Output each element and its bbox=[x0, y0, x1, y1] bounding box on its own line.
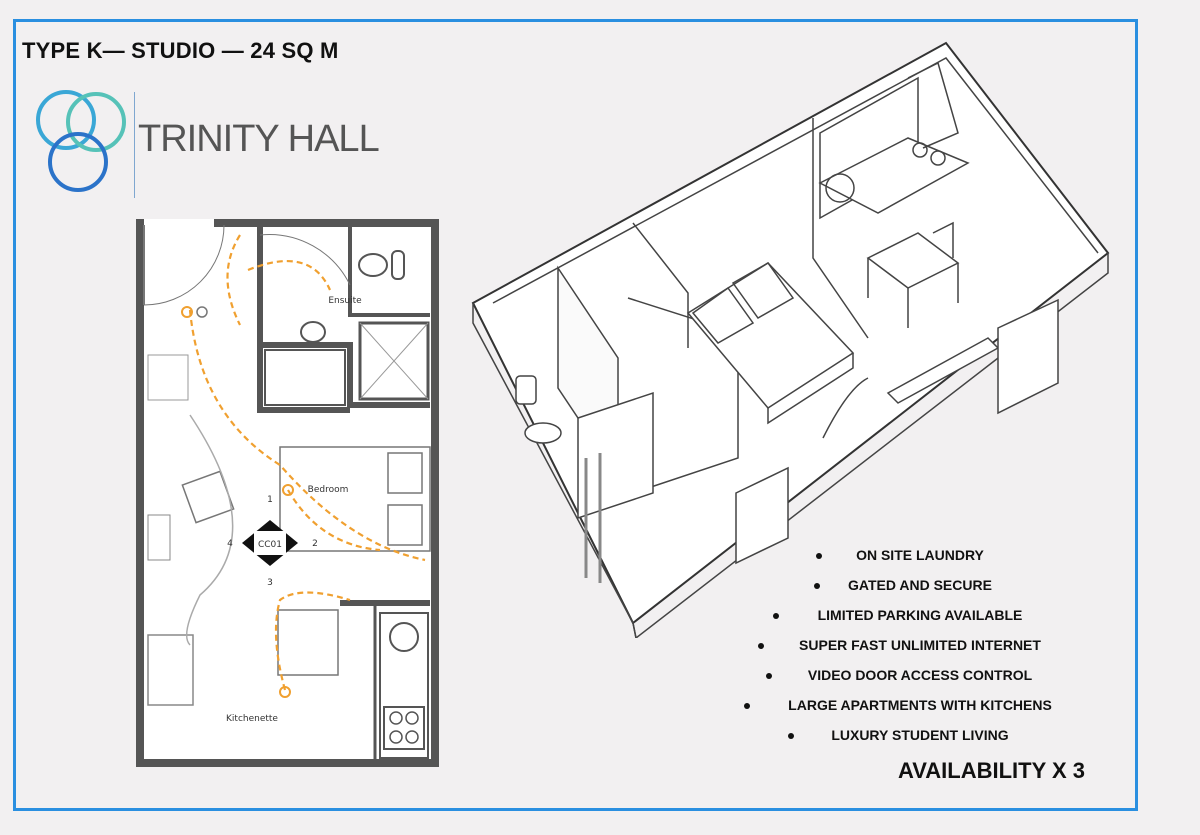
logo-name: TRINITY HALL bbox=[138, 118, 380, 160]
trinity-rings-logo-icon bbox=[36, 90, 126, 192]
feature-item: LARGE APARTMENTS WITH KITCHENS bbox=[740, 690, 1100, 720]
feature-item: ON SITE LAUNDRY bbox=[740, 540, 1100, 570]
iso-toilet-icon bbox=[524, 422, 562, 444]
page-title: TYPE K— STUDIO — 24 SQ M bbox=[22, 38, 339, 63]
feature-item: SUPER FAST UNLIMITED INTERNET bbox=[740, 630, 1100, 660]
camera-marker: CC01 1 2 3 4 bbox=[227, 495, 318, 588]
toilet-icon bbox=[358, 253, 388, 277]
ensuite-wall bbox=[257, 225, 430, 408]
bullet-icon bbox=[788, 733, 794, 739]
bed-icon bbox=[279, 446, 431, 552]
feature-item: VIDEO DOOR ACCESS CONTROL bbox=[740, 660, 1100, 690]
camera-label: CC01 bbox=[258, 540, 282, 550]
sink-icon bbox=[300, 321, 326, 343]
bullet-icon bbox=[814, 583, 820, 589]
bullet-icon bbox=[816, 553, 822, 559]
isometric-view bbox=[471, 41, 1110, 638]
feature-item: LIMITED PARKING AVAILABLE bbox=[740, 600, 1100, 630]
features-list: ON SITE LAUNDRY GATED AND SECURE LIMITED… bbox=[740, 540, 1100, 750]
room-label-bedroom: Bedroom bbox=[308, 485, 349, 495]
bullet-icon bbox=[758, 643, 764, 649]
view-number-4: 4 bbox=[227, 539, 233, 549]
bullet-icon bbox=[773, 613, 779, 619]
view-number-3: 3 bbox=[267, 578, 273, 588]
feature-item: GATED AND SECURE bbox=[740, 570, 1100, 600]
view-number-2: 2 bbox=[312, 539, 318, 549]
view-number-1: 1 bbox=[267, 495, 273, 505]
bullet-icon bbox=[766, 673, 772, 679]
availability-text: AVAILABILITY X 3 bbox=[898, 758, 1086, 783]
logo-divider bbox=[134, 92, 135, 198]
room-label-ensuite: Ensuite bbox=[328, 296, 362, 306]
page-frame bbox=[13, 19, 1138, 811]
feature-item: LUXURY STUDENT LIVING bbox=[740, 720, 1100, 750]
bullet-icon bbox=[744, 703, 750, 709]
circulation-path bbox=[188, 234, 426, 691]
floor-plan: CC01 1 2 3 4 Ensuite Bedroom Kitchenette bbox=[136, 219, 439, 767]
room-label-kitchenette: Kitchenette bbox=[226, 714, 278, 724]
